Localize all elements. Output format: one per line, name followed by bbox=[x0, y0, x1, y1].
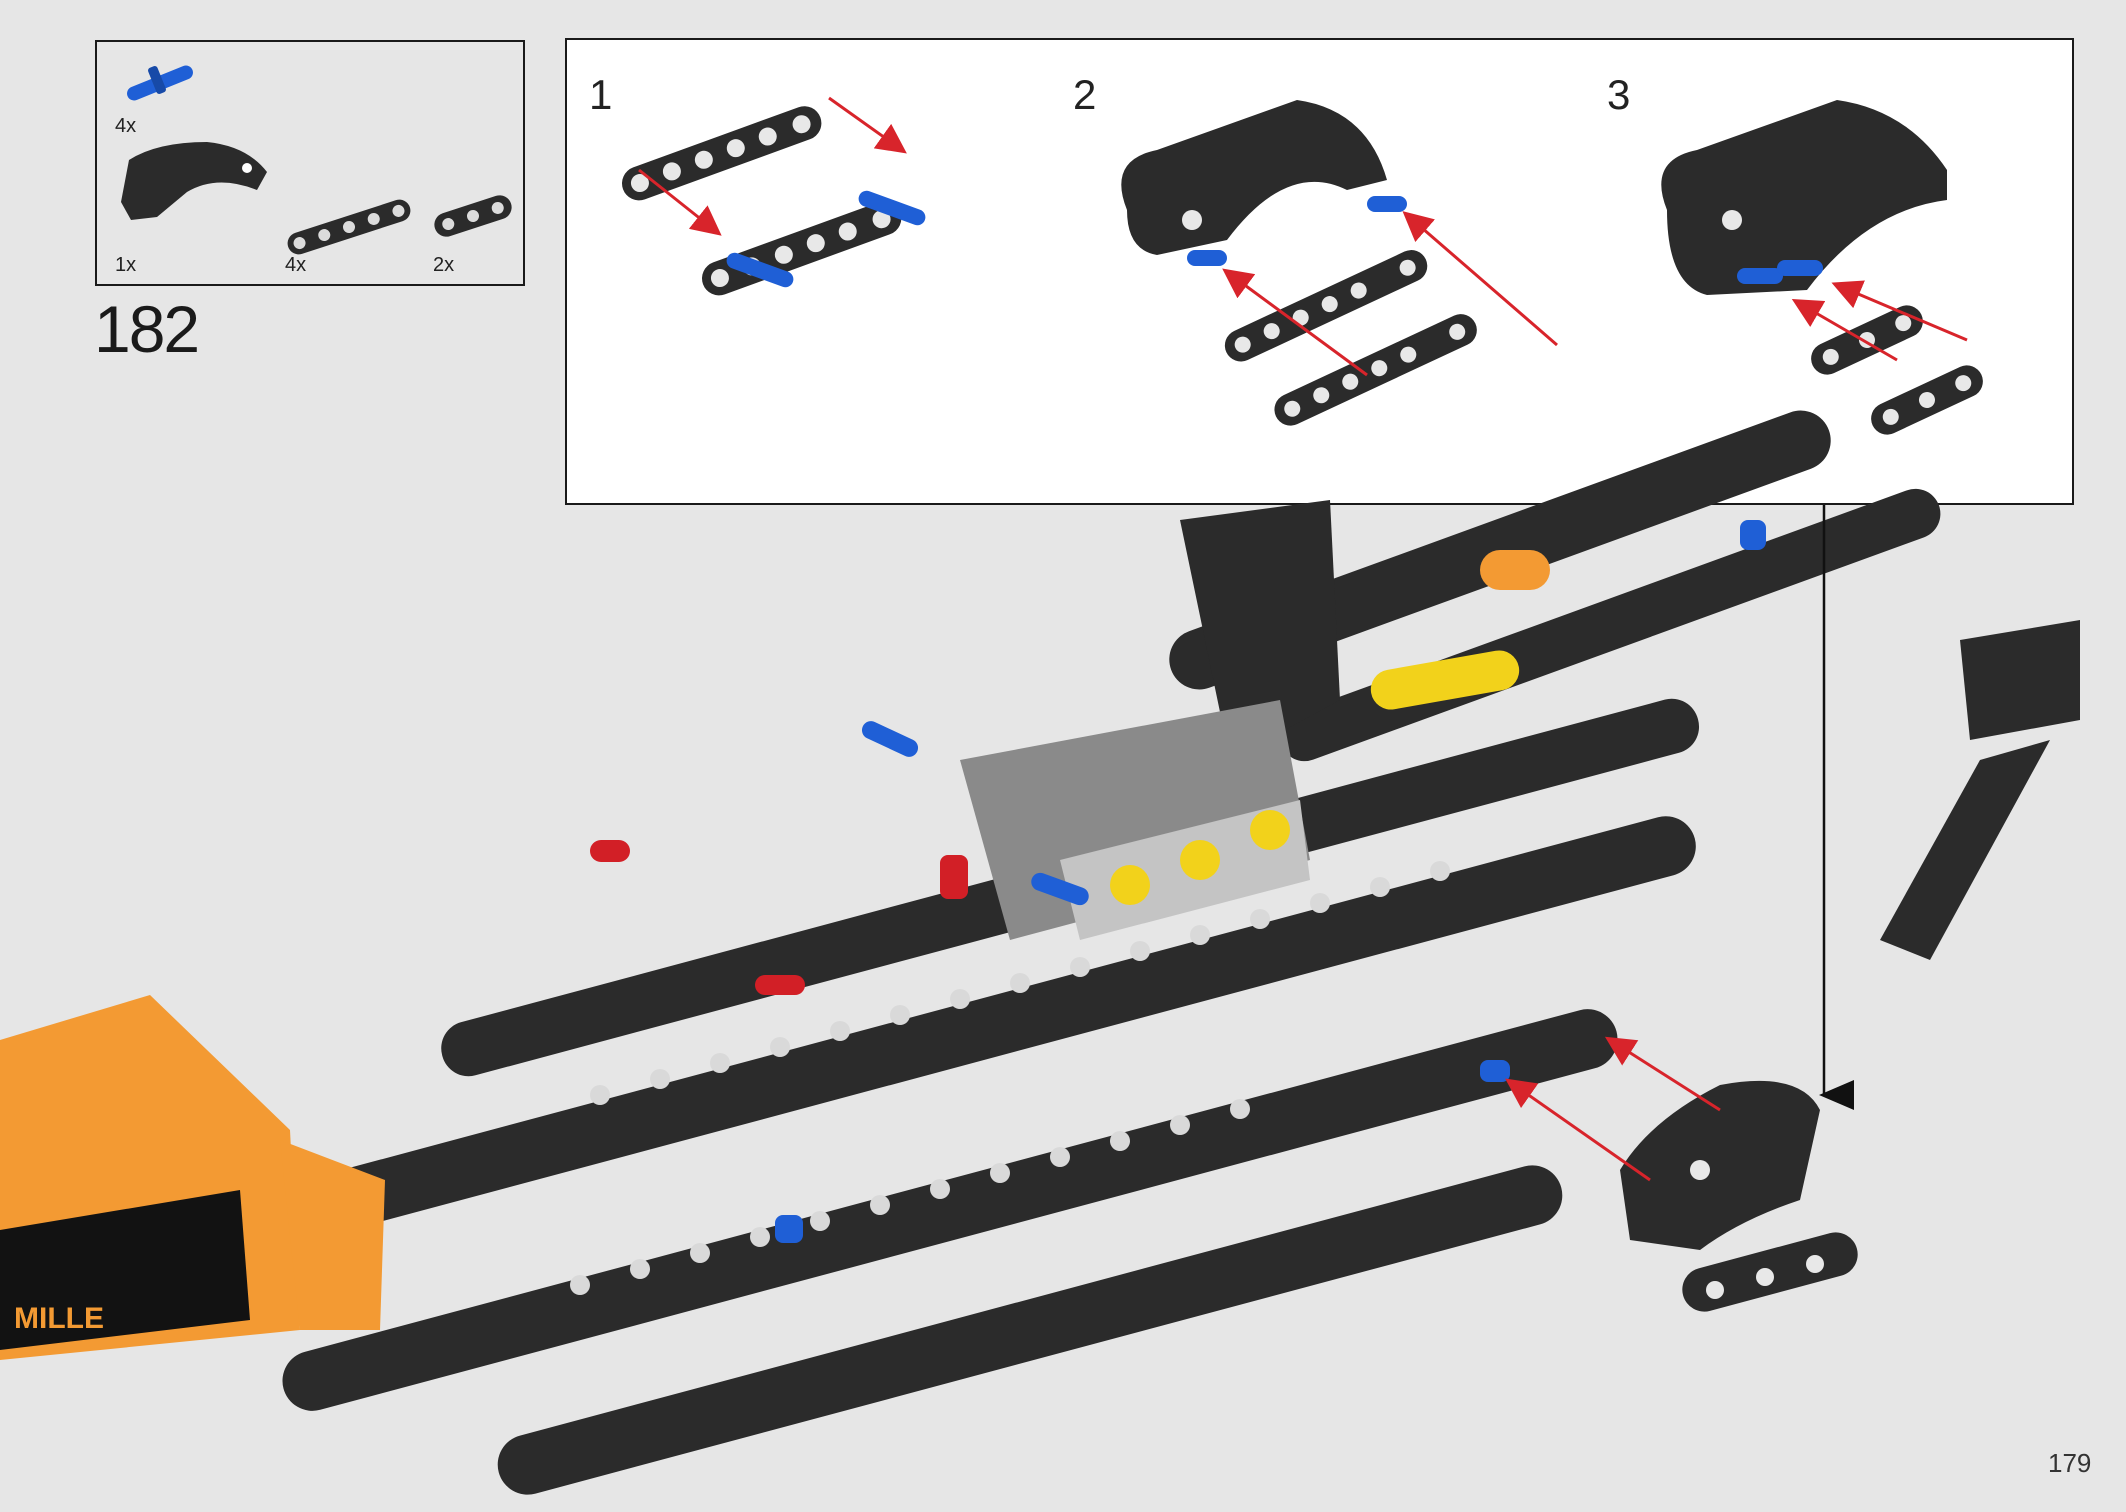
beam-3-icon bbox=[434, 195, 512, 237]
beam-5-icon bbox=[287, 199, 411, 255]
sub-step-label: 3 bbox=[1607, 71, 1631, 118]
parts-list-box: 4x 1x 4x 2x bbox=[95, 40, 525, 286]
curved-panel-icon bbox=[121, 142, 267, 220]
sub-step-1-illustration bbox=[622, 96, 926, 296]
part-quantity: 2x bbox=[433, 254, 455, 276]
engine-block bbox=[960, 700, 1310, 940]
part-quantity: 1x bbox=[115, 254, 137, 276]
sub-assembly-illustrations bbox=[622, 96, 1983, 435]
connector-pins bbox=[590, 520, 1766, 1243]
sub-step-label: 2 bbox=[1073, 71, 1097, 118]
part-quantity: 4x bbox=[285, 254, 307, 276]
blue-axle-pin-icon bbox=[127, 65, 193, 101]
page-number: 179 bbox=[2048, 1448, 2092, 1478]
sub-step-2-illustration bbox=[1121, 100, 1558, 426]
chassis-frame bbox=[264, 410, 2080, 1495]
part-quantity: 4x bbox=[115, 115, 137, 137]
parts-illustrations bbox=[121, 65, 512, 255]
sub-step-3-illustration bbox=[1661, 100, 1983, 435]
body-decal-text: MILLE bbox=[14, 1302, 104, 1335]
added-sub-assembly bbox=[1505, 1036, 1858, 1312]
beam-holes bbox=[570, 861, 1450, 1295]
sub-step-label: 1 bbox=[589, 71, 613, 118]
orange-body-section: MILLE bbox=[0, 995, 385, 1360]
step-number: 182 bbox=[94, 292, 200, 366]
